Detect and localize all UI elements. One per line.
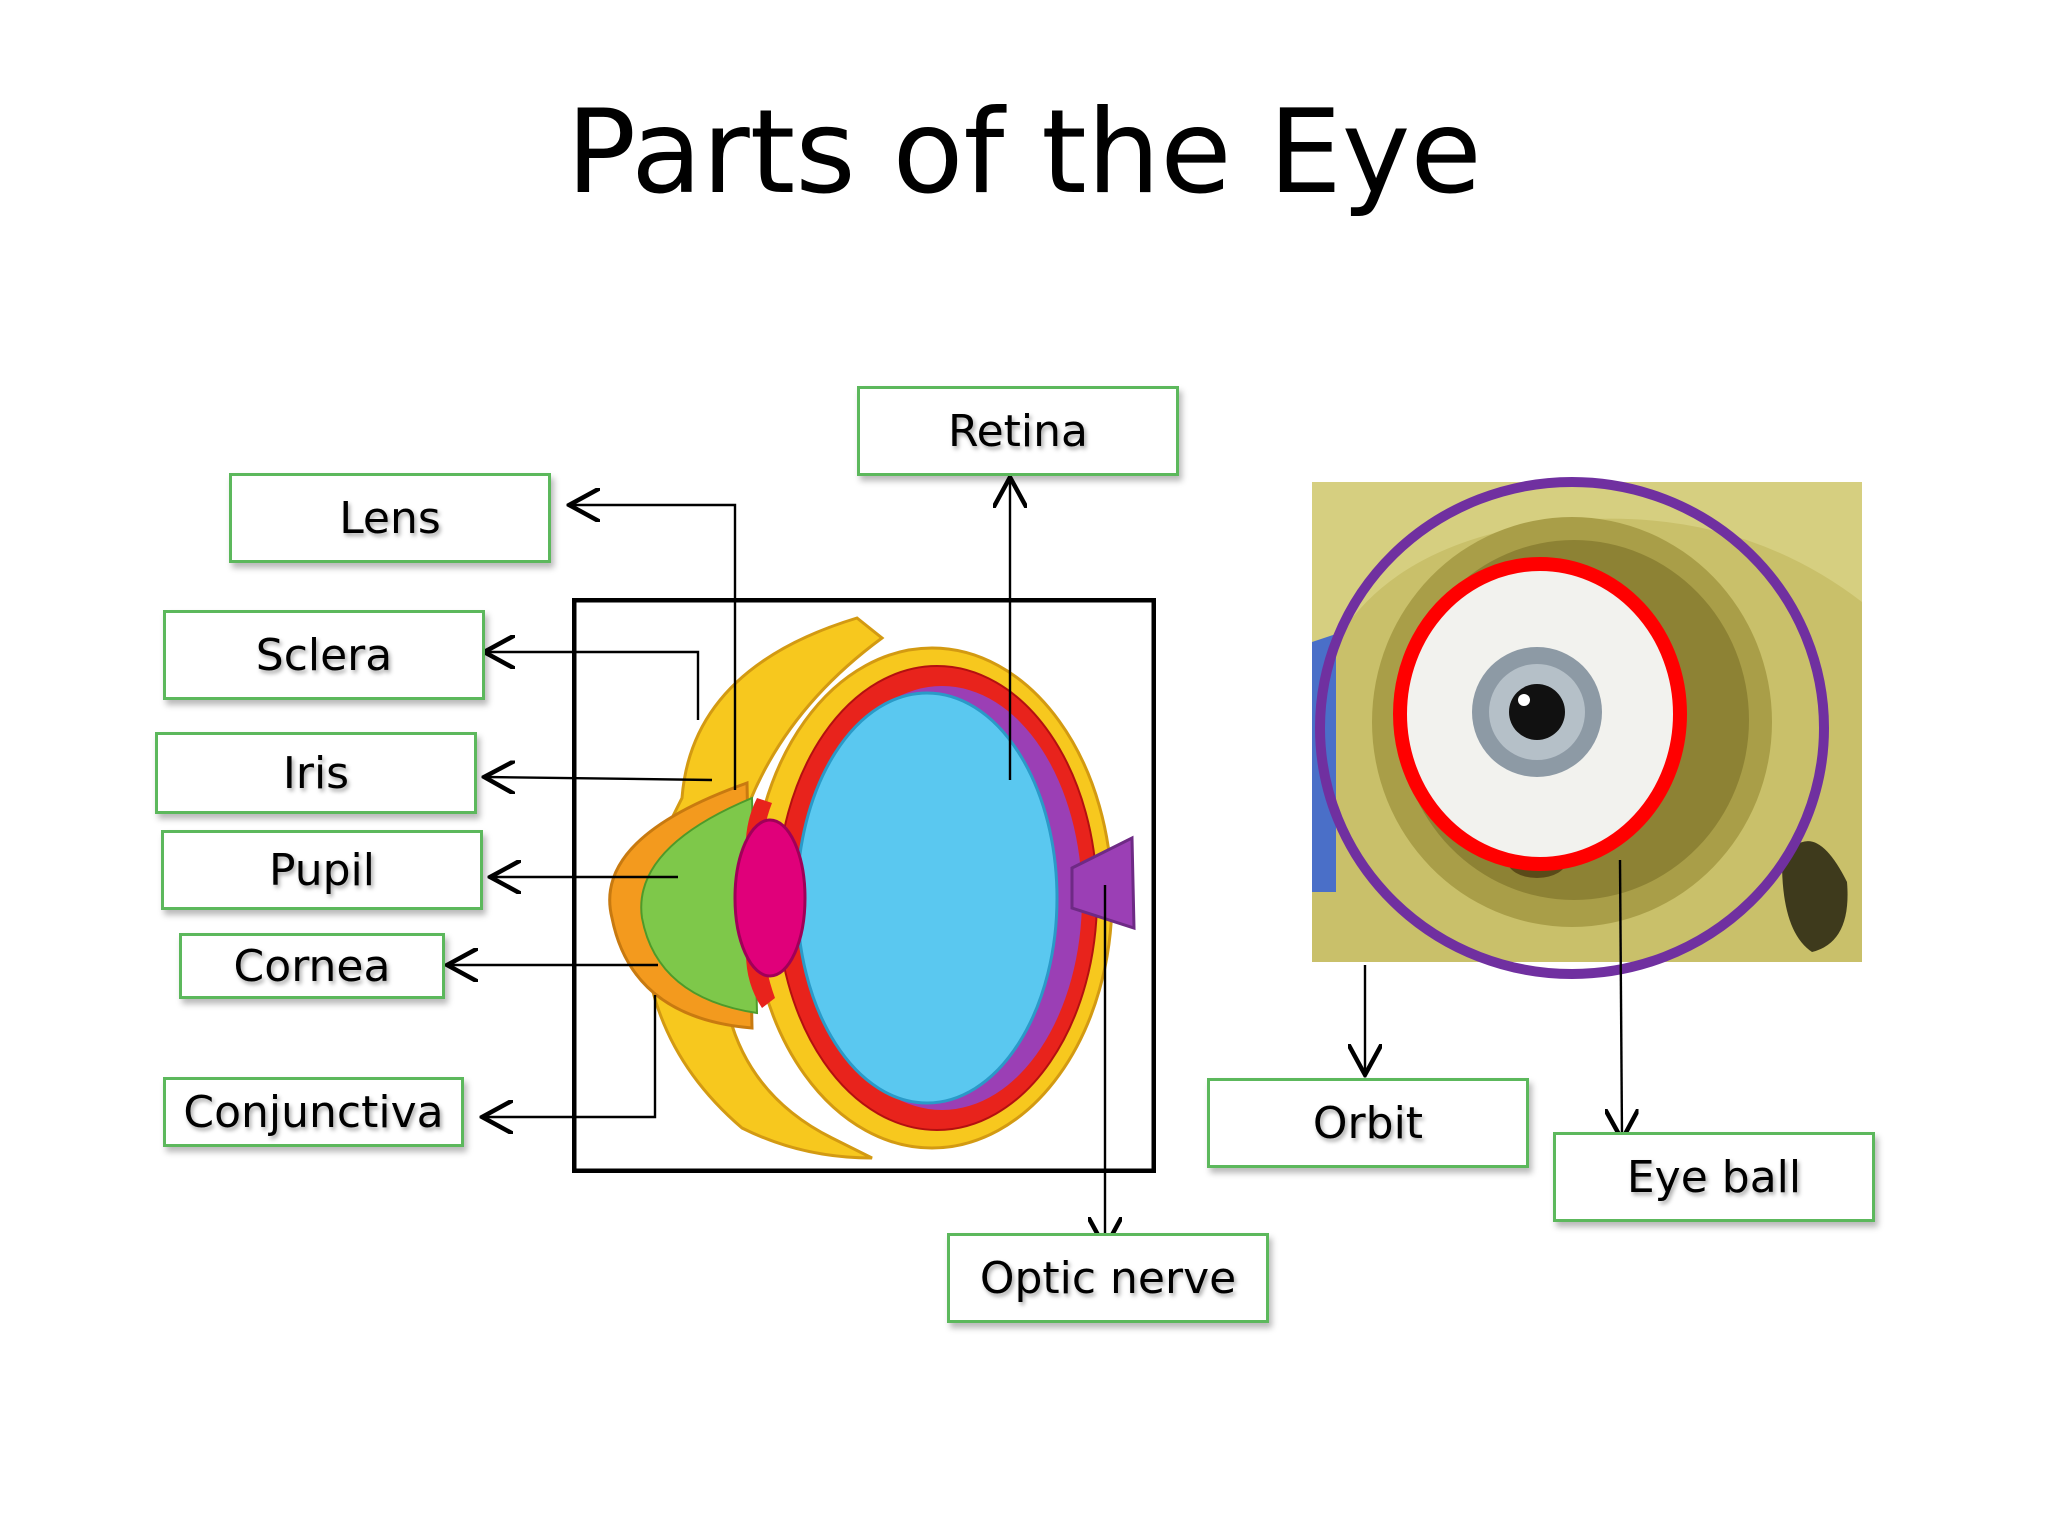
label-sclera: Sclera xyxy=(163,610,485,700)
label-cornea-text: Cornea xyxy=(233,940,391,992)
label-retina: Retina xyxy=(857,386,1179,476)
label-eye-ball-text: Eye ball xyxy=(1626,1151,1802,1203)
lens-shape xyxy=(733,818,807,978)
label-iris: Iris xyxy=(155,732,477,814)
vitreous-shape xyxy=(795,691,1059,1105)
aqueous-shape xyxy=(640,796,759,1015)
label-eye-ball: Eye ball xyxy=(1553,1132,1875,1222)
eye-cross-section-diagram xyxy=(572,598,1156,1173)
label-pupil-text: Pupil xyxy=(268,844,376,896)
label-lens-text: Lens xyxy=(339,492,441,544)
label-conjunctiva: Conjunctiva xyxy=(163,1077,464,1147)
label-retina-text: Retina xyxy=(948,405,1088,457)
skull-orbit-picture xyxy=(1312,482,1862,962)
label-optic-nerve-text: Optic nerve xyxy=(979,1252,1237,1304)
label-pupil: Pupil xyxy=(161,830,483,910)
label-optic-nerve: Optic nerve xyxy=(947,1233,1269,1323)
label-lens: Lens xyxy=(229,473,551,563)
label-iris-text: Iris xyxy=(282,747,350,799)
label-conjunctiva-text: Conjunctiva xyxy=(183,1086,444,1138)
label-orbit-text: Orbit xyxy=(1312,1097,1424,1149)
label-orbit: Orbit xyxy=(1207,1078,1529,1168)
slide-title: Parts of the Eye xyxy=(566,85,1482,220)
pupil-shape xyxy=(1509,684,1565,740)
label-cornea: Cornea xyxy=(179,933,445,999)
label-sclera-text: Sclera xyxy=(255,629,393,681)
optic-nerve-shape xyxy=(1070,835,1136,931)
